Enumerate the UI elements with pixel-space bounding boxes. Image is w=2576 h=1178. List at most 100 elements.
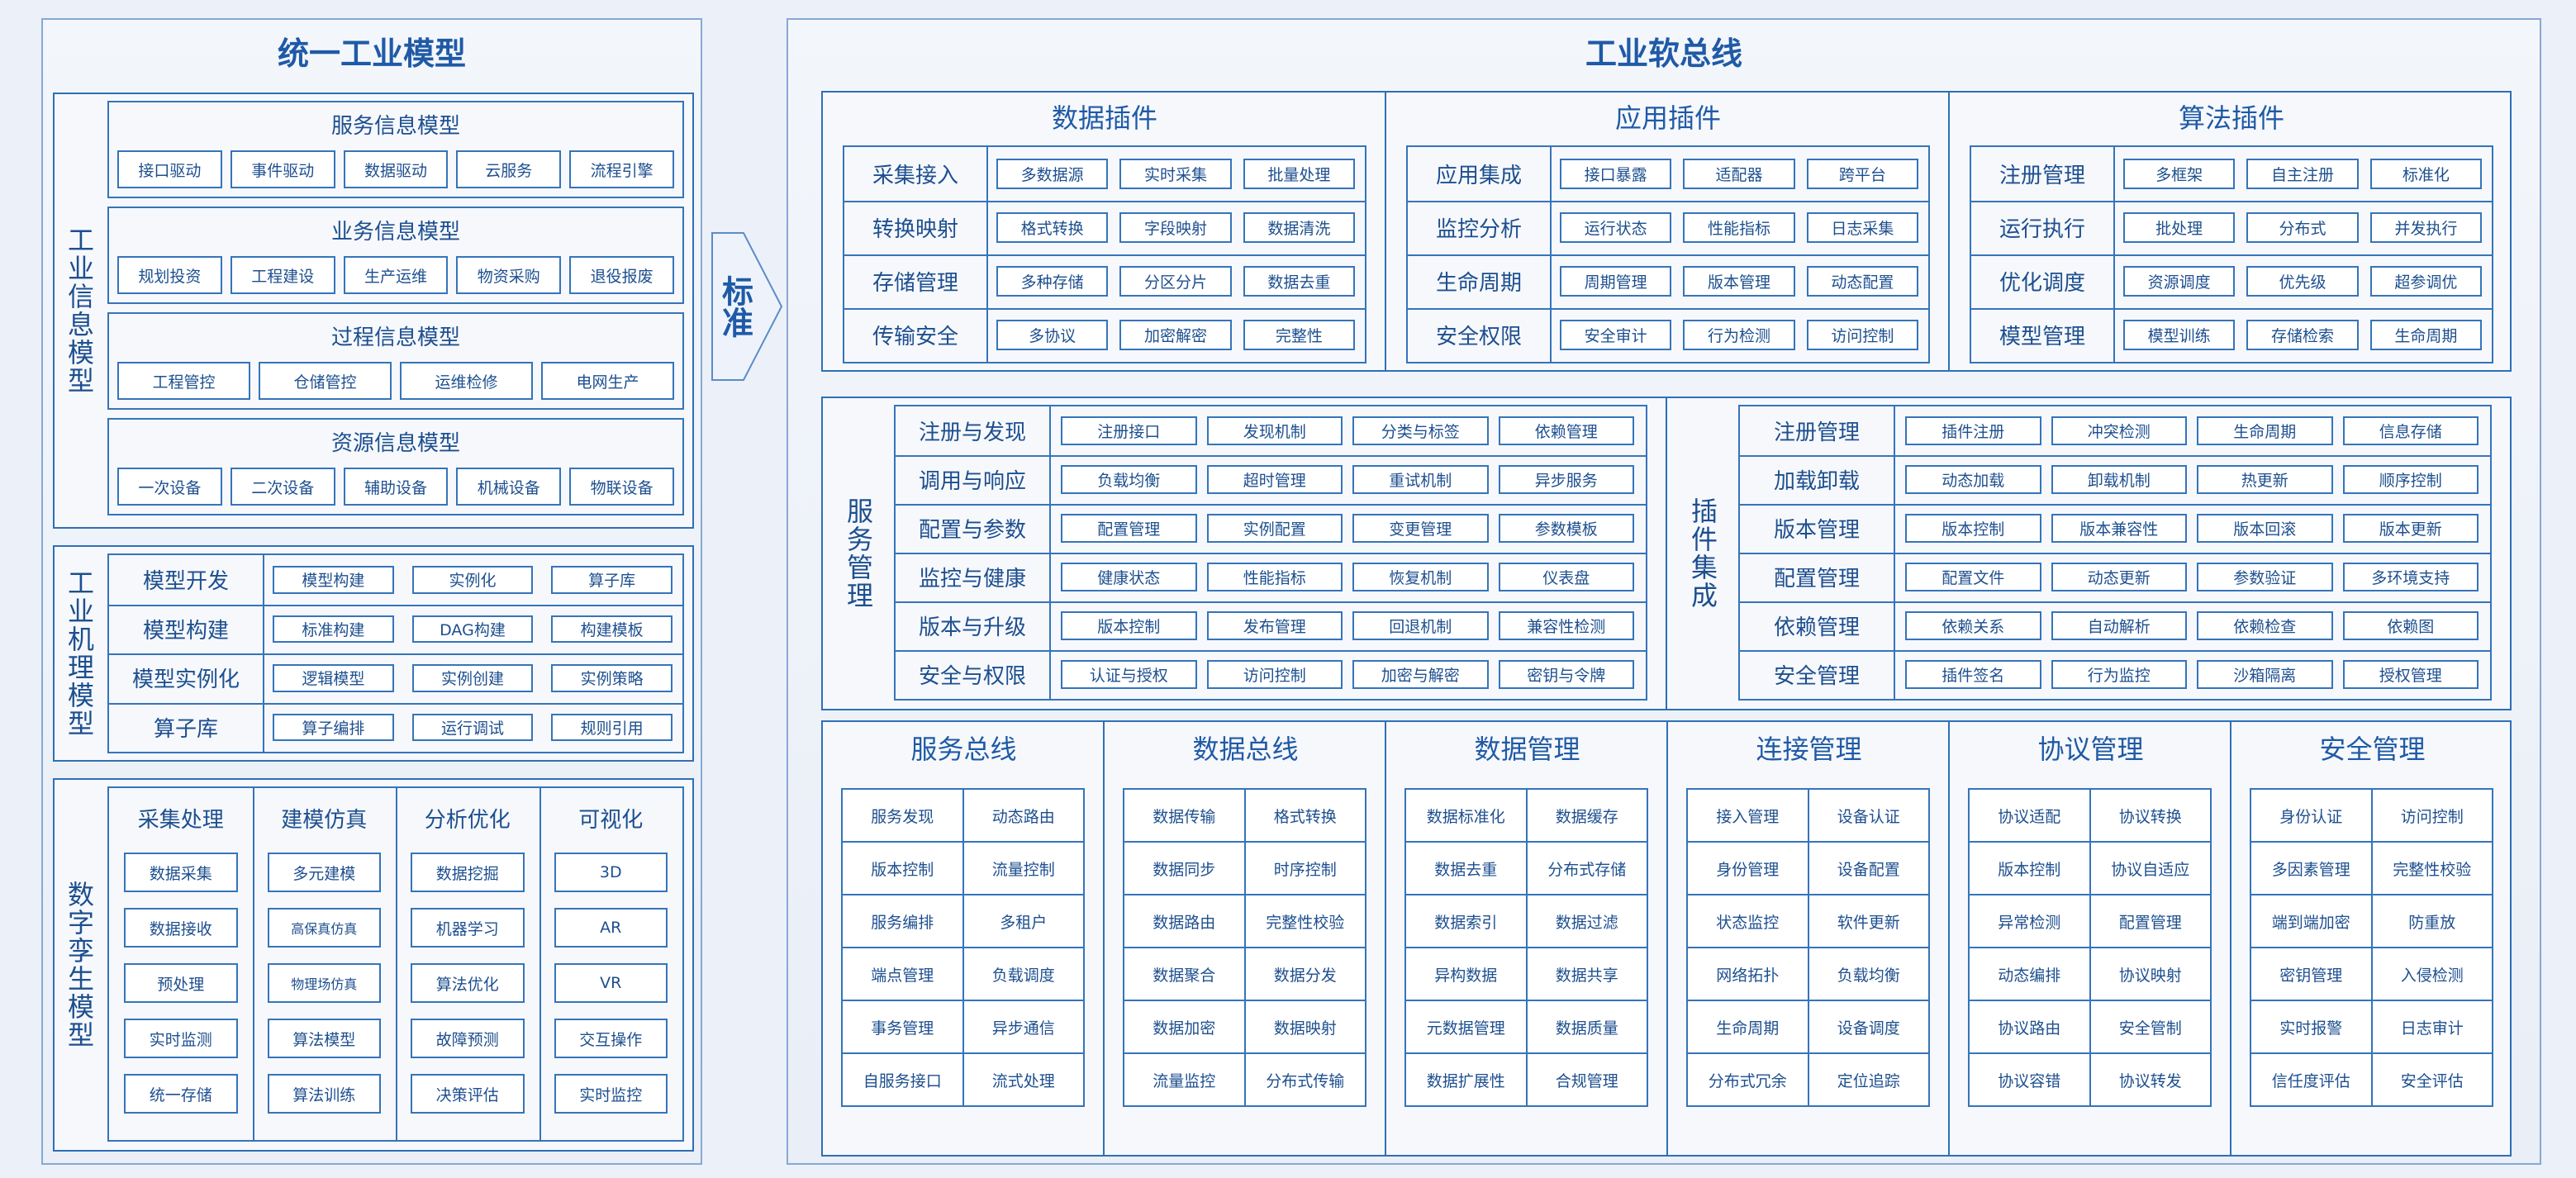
table-item[interactable]: 版本兼容性 [2051,514,2187,543]
table-item[interactable]: 回退机制 [1352,611,1489,640]
model-item[interactable]: 算子编排 [273,713,394,741]
bus-item[interactable]: 版本控制 [841,841,964,895]
bus-item[interactable]: 协议映射 [2089,947,2212,1001]
model-item[interactable]: 高保真仿真 [267,908,381,948]
model-item[interactable]: 一次设备 [117,468,222,506]
model-item[interactable]: 运维检修 [400,362,533,400]
bus-item[interactable]: 流量控制 [962,841,1085,895]
table-item[interactable]: 版本更新 [2342,514,2479,543]
bus-item[interactable]: 数据传输 [1123,788,1246,843]
plugin-item[interactable]: 多协议 [996,320,1109,350]
model-item[interactable]: 标准构建 [273,615,394,643]
model-item[interactable]: 仓储管控 [259,362,392,400]
plugin-item[interactable]: 跨平台 [1806,159,1918,189]
bus-item[interactable]: 数据索引 [1404,894,1528,948]
table-item[interactable]: 版本控制 [1905,514,2041,543]
model-item[interactable]: 生产运维 [343,256,449,294]
model-item[interactable]: 流程引擎 [569,150,674,188]
bus-item[interactable]: 流式处理 [962,1052,1085,1107]
table-item[interactable]: 卸载机制 [2051,465,2187,494]
model-item[interactable]: 实例化 [411,566,534,594]
model-item[interactable]: 接口驱动 [117,150,222,188]
bus-item[interactable]: 实时报警 [2250,1000,2373,1054]
plugin-item[interactable]: 性能指标 [1683,212,1795,243]
plugin-item[interactable]: 日志采集 [1806,212,1918,243]
plugin-item[interactable]: 分区分片 [1119,266,1232,297]
bus-item[interactable]: 日志审计 [2370,1000,2493,1054]
model-item[interactable]: 二次设备 [230,468,335,506]
model-item[interactable]: 电网生产 [541,362,674,400]
bus-item[interactable]: 动态路由 [962,788,1085,843]
model-item[interactable]: 物资采购 [456,256,562,294]
bus-item[interactable]: 信任度评估 [2250,1052,2373,1107]
bus-item[interactable]: 身份认证 [2250,788,2373,843]
model-item[interactable]: 实时监测 [124,1019,238,1058]
bus-item[interactable]: 负载均衡 [1807,947,1930,1001]
plugin-item[interactable]: 多框架 [2123,159,2236,189]
plugin-item[interactable]: 加密解密 [1119,320,1232,350]
model-item[interactable]: 机械设备 [456,468,562,506]
bus-item[interactable]: 服务发现 [841,788,964,843]
table-item[interactable]: 发现机制 [1206,416,1343,445]
bus-item[interactable]: 数据质量 [1525,1000,1648,1054]
bus-item[interactable]: 入侵检测 [2370,947,2493,1001]
model-item[interactable]: 实例策略 [551,664,673,692]
bus-item[interactable]: 元数据管理 [1404,1000,1528,1054]
model-item[interactable]: 辅助设备 [343,468,449,506]
bus-item[interactable]: 端点管理 [841,947,964,1001]
table-item[interactable]: 依赖图 [2342,611,2479,640]
model-item[interactable]: 算子库 [551,566,673,594]
model-item[interactable]: 模型构建 [273,566,394,594]
plugin-item[interactable]: 接口暴露 [1560,159,1672,189]
model-item[interactable]: 统一存储 [124,1074,238,1114]
bus-item[interactable]: 软件更新 [1807,894,1930,948]
model-item[interactable]: 算法模型 [267,1019,381,1058]
table-item[interactable]: 依赖管理 [1498,416,1634,445]
bus-item[interactable]: 流量监控 [1123,1052,1246,1107]
plugin-item[interactable]: 资源调度 [2123,266,2236,297]
table-item[interactable]: 超时管理 [1206,465,1343,494]
plugin-item[interactable]: 字段映射 [1119,212,1232,243]
bus-item[interactable]: 合规管理 [1525,1052,1648,1107]
model-item[interactable]: 算法训练 [267,1074,381,1114]
plugin-item[interactable]: 实时采集 [1119,159,1232,189]
table-item[interactable]: 健康状态 [1061,563,1197,591]
bus-item[interactable]: 设备调度 [1807,1000,1930,1054]
bus-item[interactable]: 定位追踪 [1807,1052,1930,1107]
table-item[interactable]: 插件注册 [1905,416,2041,445]
plugin-item[interactable]: 行为检测 [1683,320,1795,350]
bus-item[interactable]: 事务管理 [841,1000,964,1054]
table-item[interactable]: 发布管理 [1206,611,1343,640]
table-item[interactable]: 参数验证 [2197,563,2333,591]
bus-item[interactable]: 接入管理 [1686,788,1809,843]
table-item[interactable]: 异步服务 [1498,465,1634,494]
model-item[interactable]: 数据驱动 [343,150,449,188]
table-item[interactable]: 动态更新 [2051,563,2187,591]
model-item[interactable]: 物联设备 [569,468,674,506]
plugin-item[interactable]: 动态配置 [1806,266,1918,297]
bus-item[interactable]: 数据路由 [1123,894,1246,948]
model-item[interactable]: 数据采集 [124,853,238,892]
table-item[interactable]: 兼容性检测 [1498,611,1634,640]
model-item[interactable]: 工程建设 [230,256,335,294]
plugin-item[interactable]: 模型训练 [2123,320,2236,350]
bus-item[interactable]: 数据聚合 [1123,947,1246,1001]
model-item[interactable]: 规划投资 [117,256,222,294]
bus-item[interactable]: 配置管理 [2089,894,2212,948]
bus-item[interactable]: 数据映射 [1243,1000,1366,1054]
table-item[interactable]: 参数模板 [1498,514,1634,543]
plugin-item[interactable]: 版本管理 [1683,266,1795,297]
table-item[interactable]: 版本回滚 [2197,514,2333,543]
plugin-item[interactable]: 多种存储 [996,266,1109,297]
bus-item[interactable]: 分布式冗余 [1686,1052,1809,1107]
bus-item[interactable]: 分布式传输 [1243,1052,1366,1107]
bus-item[interactable]: 协议转换 [2089,788,2212,843]
bus-item[interactable]: 多租户 [962,894,1085,948]
model-item[interactable]: 3D [554,853,668,892]
bus-item[interactable]: 异构数据 [1404,947,1528,1001]
model-item[interactable]: AR [554,908,668,948]
bus-item[interactable]: 设备认证 [1807,788,1930,843]
table-item[interactable]: 依赖检查 [2197,611,2333,640]
plugin-item[interactable]: 多数据源 [996,159,1109,189]
bus-item[interactable]: 负载调度 [962,947,1085,1001]
